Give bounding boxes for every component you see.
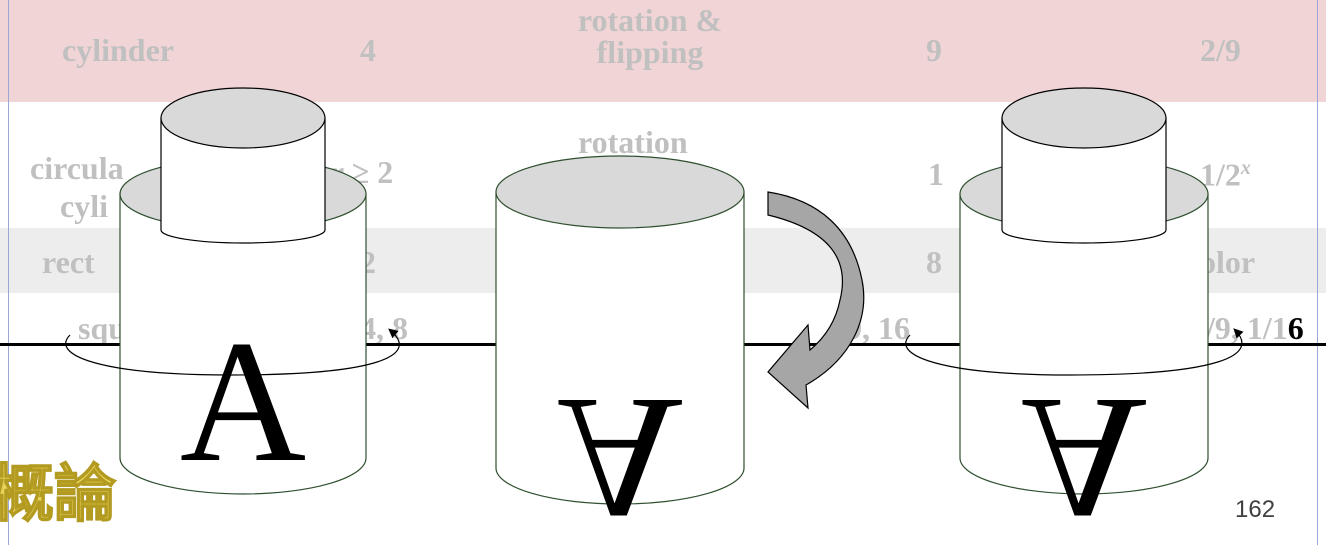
right-letter-flipped: A	[1021, 362, 1147, 545]
slide-border-left	[8, 0, 9, 545]
table-cell-shape: rect	[42, 244, 95, 280]
table-cell-symmetry: rotation &flipping	[577, 2, 723, 70]
svg-text:概論: 概論	[0, 457, 116, 525]
table-cell-shape: squ	[78, 310, 127, 346]
table-cell-symmetry: rotation	[578, 124, 688, 160]
table-cell-total: 8	[926, 244, 942, 280]
left-letter: A	[180, 304, 306, 498]
middle-cylinder: A	[495, 155, 745, 545]
slide-border-right	[1317, 0, 1318, 545]
right-cylinder-group: A	[905, 87, 1244, 545]
table-cell-shape: circula	[30, 150, 124, 186]
middle-letter-flipped: A	[557, 362, 683, 545]
table-cell-probability: 1/2x	[1200, 156, 1251, 193]
table-cell-total: 1	[928, 156, 944, 192]
table-cell-total: 9	[926, 32, 942, 68]
table-cell-probability: 2/9	[1200, 32, 1241, 68]
flip-arrow-icon	[767, 191, 865, 410]
course-logo: 概論	[0, 455, 130, 525]
table-row-highlight-pink	[0, 0, 1326, 102]
table-cell-shape: cylinder	[62, 32, 174, 68]
table-cell-shape-line2: cyli	[60, 188, 108, 224]
left-cylinder-group: A	[65, 87, 400, 498]
table-cell-probability: /9, 1/16	[1206, 310, 1304, 346]
table-cell-count: 4, 8	[360, 310, 408, 346]
table-cell-probability: olor	[1200, 244, 1256, 280]
table-cell-count: 4	[360, 32, 376, 68]
page-number: 162	[1235, 496, 1276, 523]
